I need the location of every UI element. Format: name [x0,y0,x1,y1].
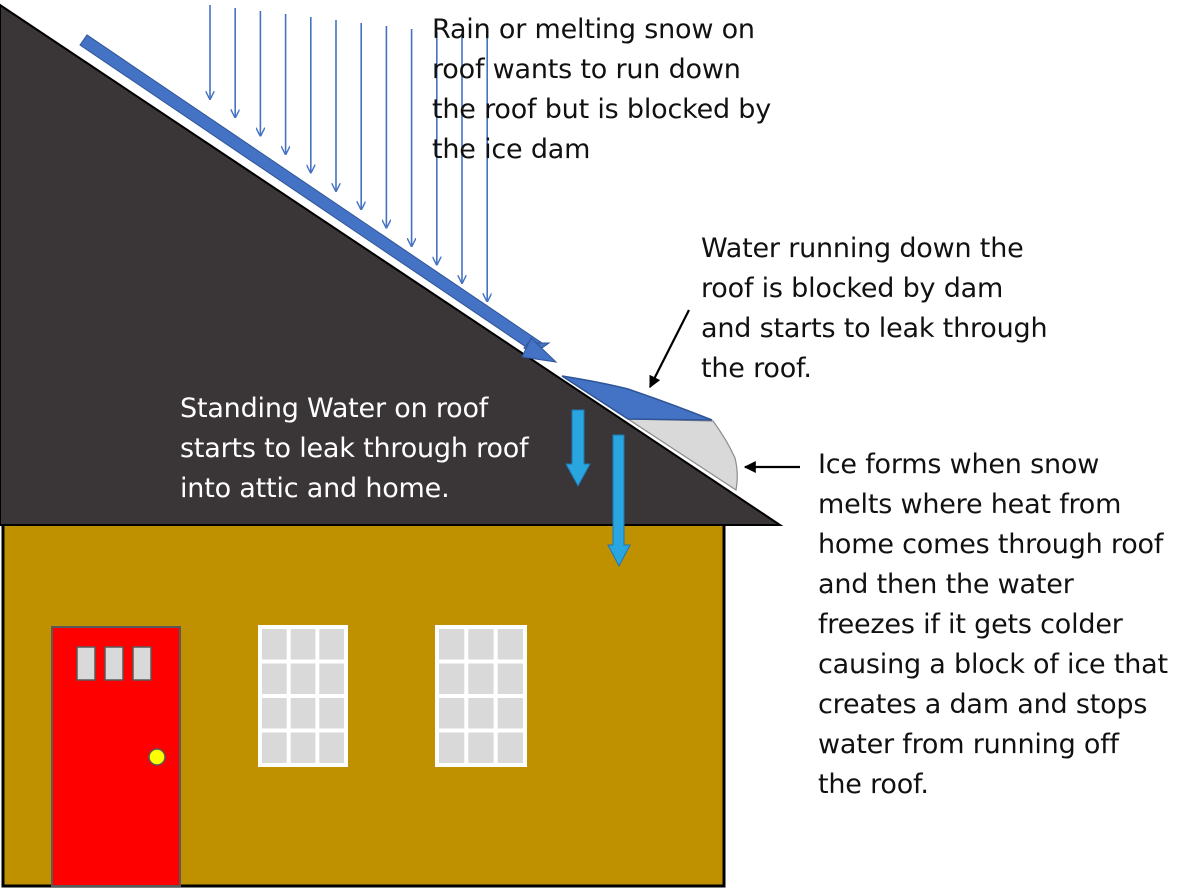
window-pane [439,732,465,763]
annotation-line: causing a block of ice that [818,649,1168,680]
ice-dam [625,418,738,491]
annotation-line: home comes through roof [818,529,1164,560]
annotation-line: the roof. [701,353,812,384]
annotation-line: melts where heat from [818,489,1122,520]
annotation-line: Standing Water on roof [180,393,489,424]
window-pane [468,732,494,763]
window-pane [439,629,465,660]
runoff-arrow-icon [79,34,558,363]
window-pane [468,629,494,660]
annotation-line: the ice dam [432,134,591,165]
leak-arrow-icon [607,434,631,568]
window-pane [468,698,494,729]
window-pane [497,732,523,763]
ice-formation-annotation: Ice forms when snow melts where heat fro… [818,445,1168,805]
annotation-line: Water running down the [701,233,1024,264]
door-knob [148,748,166,766]
window-left [258,625,348,767]
annotation-line: roof is blocked by dam [701,273,1004,304]
window-pane [319,663,344,694]
window-pane [290,698,316,729]
window-pane [290,732,316,763]
window-pane [497,629,523,660]
annotation-line: starts to leak through roof [180,433,529,464]
annotation-line: Rain or melting snow on [432,14,755,45]
annotation-line: creates a dam and stops [818,689,1148,720]
annotation-line: roof wants to run down [432,54,741,85]
window-pane [262,698,287,729]
annotation-line: Ice forms when snow [818,449,1100,480]
window-right [435,625,527,767]
water-running-annotation: Water running down the roof is blocked b… [701,229,1048,389]
window-pane [319,629,344,660]
standing-water-annotation: Standing Water on roof starts to leak th… [180,389,529,509]
door-windows [76,646,152,681]
annotation-line: water from running off [818,729,1119,760]
annotation-line: and then the water [818,569,1074,600]
window-pane [497,663,523,694]
window-pane [319,732,344,763]
leak-arrow-icon [565,409,591,488]
window-pane [497,698,523,729]
annotation-line: into attic and home. [180,473,450,504]
window-pane [439,663,465,694]
rain-annotation: Rain or melting snow on roof wants to ru… [432,10,771,170]
annotation-line: the roof but is blocked by [432,94,772,125]
window-pane [262,629,287,660]
window-pane [468,663,494,694]
annotation-line: freezes if it gets colder [818,609,1123,640]
window-pane [262,732,287,763]
window-pane [319,698,344,729]
pointer-arrow-icon [649,309,690,389]
rain-arrows [210,5,487,300]
window-pane [262,663,287,694]
annotation-line: the roof. [818,769,929,800]
annotation-line: and starts to leak through [701,313,1048,344]
window-pane [290,663,316,694]
roof [0,3,784,526]
window-pane [290,629,316,660]
pooled-water [561,375,713,421]
window-pane [439,698,465,729]
